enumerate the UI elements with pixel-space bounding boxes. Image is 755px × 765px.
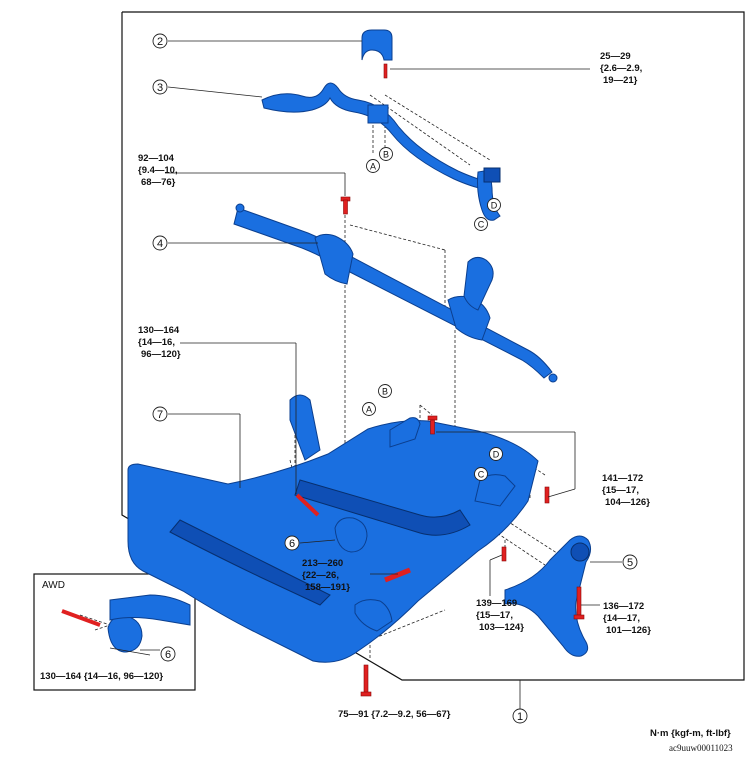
svg-text:136—172: 136—172 <box>603 601 644 612</box>
svg-text:{15—17,: {15—17, <box>602 485 639 496</box>
callout-5: 5 <box>622 554 638 570</box>
callout-6-awd: 6 <box>160 646 176 662</box>
torque-label-bottom-bolt: 75—91 {7.2—9.2, 56—67} <box>338 709 451 720</box>
svg-text:19—21}: 19—21} <box>603 75 638 86</box>
svg-text:D: D <box>491 201 498 211</box>
callout-d-lower: D <box>489 447 503 461</box>
front-crossmember-7 <box>127 394 539 663</box>
torque-label-crossmember-front: 130—164 {14—16, 96—120} <box>138 325 181 360</box>
lower-arm-5 <box>504 535 592 657</box>
svg-text:{22—26,: {22—26, <box>302 570 339 581</box>
svg-text:7: 7 <box>157 409 163 421</box>
awd-inset-title: AWD <box>42 580 65 591</box>
torque-label-lower-arm-front: 141—172 {15—17, 104—126} <box>602 473 650 508</box>
svg-text:25—29: 25—29 <box>600 51 631 62</box>
callout-4: 4 <box>152 235 168 251</box>
svg-text:92—104: 92—104 <box>138 153 175 164</box>
callout-b-lower: B <box>378 384 392 398</box>
svg-text:158—191}: 158—191} <box>305 582 350 593</box>
awd-inset-frame <box>33 573 196 691</box>
callout-c-upper: C <box>474 217 488 231</box>
callout-2: 2 <box>152 33 168 49</box>
callout-7: 7 <box>152 406 168 422</box>
svg-text:B: B <box>382 387 388 397</box>
svg-text:{2.6—2.9,: {2.6—2.9, <box>600 63 642 74</box>
torque-label-bushing: 139—169 {15—17, 103—124} <box>476 598 524 633</box>
main-frame <box>121 11 745 681</box>
callout-3: 3 <box>152 79 168 95</box>
torque-label-stabilizer-bracket: 25—29 {2.6—2.9, 19—21} <box>600 51 642 86</box>
awd-bushing-6 <box>107 594 191 653</box>
leader-lines <box>109 40 622 711</box>
svg-text:A: A <box>370 162 376 172</box>
svg-text:3: 3 <box>157 82 163 94</box>
callout-d-upper: D <box>487 198 501 212</box>
callout-b-upper: B <box>379 147 393 161</box>
svg-text:5: 5 <box>627 557 633 569</box>
svg-text:96—120}: 96—120} <box>141 349 181 360</box>
svg-text:6: 6 <box>289 538 295 550</box>
svg-text:103—124}: 103—124} <box>479 622 524 633</box>
callout-c-lower: C <box>474 467 488 481</box>
svg-text:2: 2 <box>157 36 163 48</box>
steering-gear-4 <box>233 203 558 383</box>
svg-text:{14—16,: {14—16, <box>138 337 175 348</box>
svg-text:139—169: 139—169 <box>476 598 517 609</box>
svg-text:C: C <box>478 220 485 230</box>
svg-text:4: 4 <box>157 238 163 250</box>
svg-text:130—164: 130—164 <box>138 325 180 336</box>
units-label: N·m {kgf-m, ft-lbf} <box>650 728 731 739</box>
callout-a-upper: A <box>366 159 380 173</box>
torque-label-steering-gear: 92—104 {9.4—10, 68—76} <box>138 153 178 188</box>
svg-text:C: C <box>478 470 485 480</box>
callout-1: 1 <box>512 708 528 724</box>
torque-label-crossmember-rear: 213—260 {22—26, 158—191} <box>302 558 350 593</box>
figure-code: ac9uuw00011023 <box>669 743 733 753</box>
callout-6: 6 <box>284 535 300 551</box>
bushing-6 <box>334 517 368 553</box>
svg-text:141—172: 141—172 <box>602 473 643 484</box>
svg-text:104—126}: 104—126} <box>605 497 650 508</box>
bolts <box>61 63 585 697</box>
svg-text:B: B <box>383 150 389 160</box>
callout-a-lower: A <box>362 402 376 416</box>
svg-text:D: D <box>493 450 500 460</box>
svg-text:{15—17,: {15—17, <box>476 610 513 621</box>
stabilizer-bushing-2 <box>361 29 393 61</box>
svg-text:68—76}: 68—76} <box>141 177 176 188</box>
svg-text:1: 1 <box>517 711 523 723</box>
svg-text:6: 6 <box>165 649 171 661</box>
svg-text:{14—17,: {14—17, <box>603 613 640 624</box>
svg-text:101—126}: 101—126} <box>606 625 651 636</box>
svg-text:A: A <box>366 405 372 415</box>
torque-label-lower-arm-rear: 136—172 {14—17, 101—126} <box>603 601 651 636</box>
svg-text:{9.4—10,: {9.4—10, <box>138 165 178 176</box>
svg-text:213—260: 213—260 <box>302 558 343 569</box>
torque-label-awd-bushing: 130—164 {14—16, 96—120} <box>40 671 163 682</box>
